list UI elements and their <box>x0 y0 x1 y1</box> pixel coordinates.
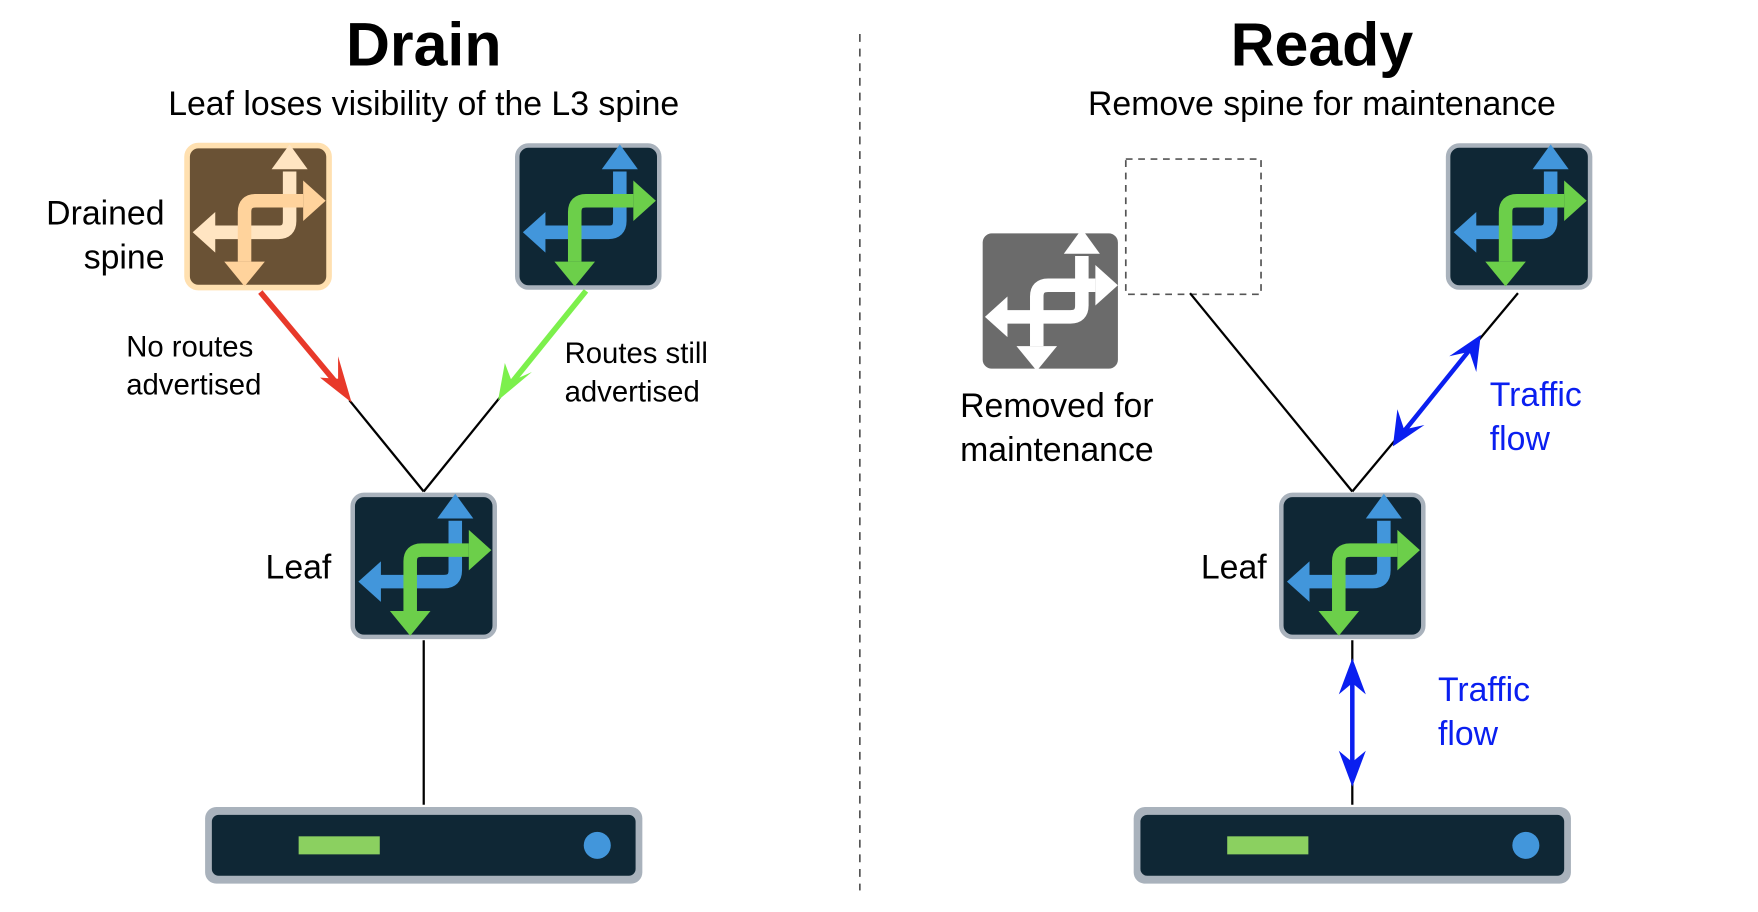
link-empty-slot-to-leaf <box>1189 292 1354 493</box>
switch-icon <box>522 144 656 287</box>
no-routes-label-line2: advertised <box>126 369 261 402</box>
server-node[interactable] <box>1133 807 1571 884</box>
server-node[interactable] <box>205 807 643 884</box>
leaf-node[interactable] <box>1279 492 1426 640</box>
removed-label-line1: Removed for <box>960 387 1153 425</box>
server-status-bar <box>298 836 380 855</box>
removed-spine-node[interactable] <box>982 228 1118 371</box>
traffic-flow-label-lower-line2: flow <box>1438 715 1499 753</box>
no-routes-arrow <box>258 290 352 403</box>
traffic-flow-arrow-upper <box>1392 334 1481 447</box>
leaf-label: Leaf <box>1201 548 1267 586</box>
switch-icon <box>1286 493 1420 636</box>
empty-spine-slot <box>1124 158 1262 296</box>
switch-icon <box>984 228 1118 371</box>
server-status-bar <box>1227 836 1309 855</box>
drain-title: Drain <box>346 11 502 79</box>
removed-label-line2: maintenance <box>960 431 1154 469</box>
drained-spine-label-line1: Drained <box>46 194 164 232</box>
leaf-label: Leaf <box>266 548 332 586</box>
traffic-flow-arrow-lower <box>1338 658 1366 787</box>
no-routes-label-line1: No routes <box>126 330 253 363</box>
link-drained-to-leaf <box>348 399 425 493</box>
routes-advertised-arrow <box>498 289 589 401</box>
traffic-flow-label-upper-line2: flow <box>1490 420 1551 458</box>
traffic-flow-label-lower-line1: Traffic <box>1438 671 1530 709</box>
drained-spine-label-line2: spine <box>84 238 165 276</box>
traffic-flow-label-upper-line1: Traffic <box>1490 376 1582 414</box>
drain-subtitle: Leaf loses visibility of the L3 spine <box>168 85 679 123</box>
server-status-light <box>583 831 611 859</box>
routes-label-line2: advertised <box>565 375 700 408</box>
active-spine-node[interactable] <box>1445 143 1593 290</box>
server-status-light <box>1512 831 1540 859</box>
leaf-node[interactable] <box>350 492 497 640</box>
active-spine-node[interactable] <box>515 143 662 290</box>
drained-spine-node[interactable] <box>184 142 332 291</box>
switch-icon <box>192 144 326 287</box>
link-spine-to-leaf <box>422 396 502 493</box>
ready-title: Ready <box>1231 11 1414 79</box>
routes-label-line1: Routes still <box>565 337 708 370</box>
ready-subtitle: Remove spine for maintenance <box>1088 85 1556 123</box>
switch-icon <box>1453 144 1587 287</box>
switch-icon <box>358 493 492 636</box>
